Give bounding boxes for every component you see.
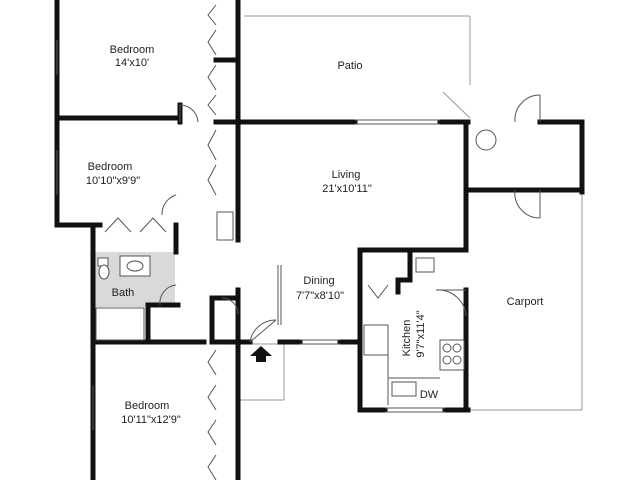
sink-bowl bbox=[126, 260, 144, 272]
kitchen-counter bbox=[363, 324, 389, 356]
room-name-bath: Bath bbox=[112, 287, 135, 299]
room-name-bedroom-mid: Bedroom bbox=[88, 161, 133, 173]
walls bbox=[54, 0, 585, 480]
room-name-bedroom-top: Bedroom bbox=[110, 44, 155, 56]
fixtures bbox=[95, 129, 497, 405]
water-heater-closet bbox=[216, 211, 234, 241]
bathtub bbox=[95, 307, 145, 341]
room-dims-bedroom-mid: 10'10"x9'9" bbox=[86, 175, 140, 187]
entry-arrow-icon bbox=[250, 346, 272, 362]
utility-circle bbox=[475, 129, 497, 151]
room-dims-dining: 7'7"x8'10" bbox=[296, 290, 344, 302]
carport-outline bbox=[470, 190, 583, 411]
patio-outline bbox=[244, 15, 471, 119]
kitchen-sink bbox=[391, 381, 417, 397]
toilet-bowl bbox=[98, 264, 110, 280]
room-name-dining: Dining bbox=[303, 275, 334, 287]
room-name-kitchen: Kitchen bbox=[401, 320, 413, 357]
room-name-patio: Patio bbox=[337, 60, 362, 72]
room-dims-living: 21'x10'11" bbox=[322, 183, 372, 195]
stove bbox=[439, 339, 465, 371]
windows bbox=[56, 40, 445, 430]
room-dims-bedroom-bottom: 10'11"x12'9" bbox=[121, 414, 181, 426]
dishwasher-label: DW bbox=[420, 389, 439, 401]
room-dims-bedroom-top: 14'x10' bbox=[115, 57, 149, 69]
room-dims-kitchen: 9'7"x11'4" bbox=[415, 310, 427, 357]
room-name-bedroom-bottom: Bedroom bbox=[125, 400, 170, 412]
closet-doors bbox=[104, 4, 389, 480]
swing-doors bbox=[159, 94, 541, 343]
room-name-living: Living bbox=[332, 169, 361, 181]
refrigerator bbox=[415, 257, 435, 273]
room-name-carport: Carport bbox=[507, 296, 544, 308]
